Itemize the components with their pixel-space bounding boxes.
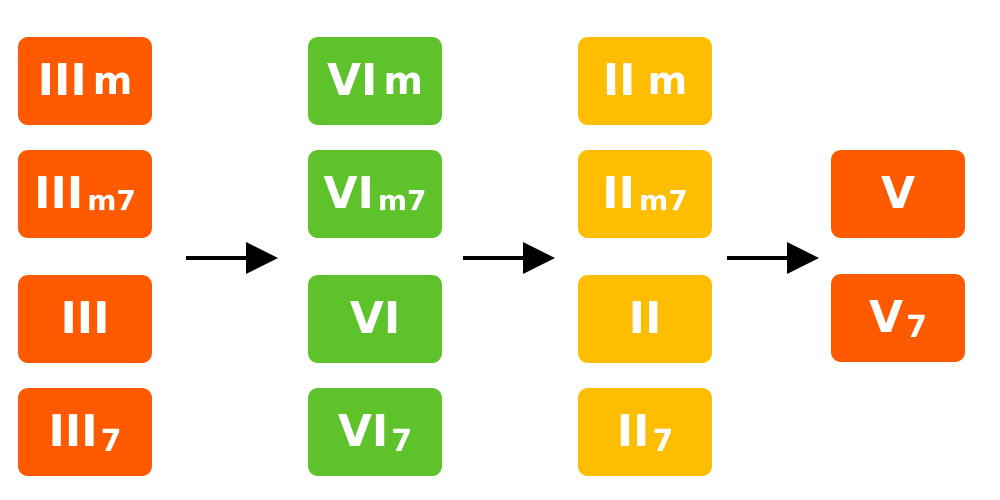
chord-suffix: m: [383, 59, 424, 103]
chord-numeral: V: [880, 168, 916, 219]
chord-numeral: III: [37, 55, 87, 106]
chord-suffix: 7: [100, 424, 122, 459]
chord-numeral: III: [48, 406, 98, 457]
chord-numeral: V: [869, 292, 904, 343]
right-arrow-icon: [463, 241, 555, 275]
chord-numeral: VI: [323, 168, 374, 219]
chord-numeral: VI: [326, 55, 378, 106]
chord-numeral: II: [602, 55, 636, 106]
chord-numeral: II: [616, 406, 650, 457]
chord-suffix: m: [647, 59, 688, 103]
chord-suffix: m7: [87, 184, 136, 217]
chord-suffix: m7: [377, 184, 427, 217]
chord-numeral: VI: [337, 406, 389, 457]
chord-suffix: 7: [391, 424, 413, 459]
chord-suffix: 7: [906, 310, 927, 345]
right-arrow-icon: [727, 241, 819, 275]
right-arrow-icon: [186, 241, 278, 275]
chord-numeral: II: [602, 168, 636, 219]
chord-box-vi: VI: [308, 275, 442, 363]
chord-numeral: VI: [349, 293, 401, 344]
chord-numeral: II: [628, 293, 662, 344]
chord-numeral: III: [60, 293, 110, 344]
chord-box-ii: II: [578, 275, 712, 363]
chord-suffix: m7: [639, 184, 688, 217]
chord-suffix: 7: [652, 424, 674, 459]
chord-numeral: III: [34, 168, 84, 219]
chord-suffix: m: [92, 59, 133, 103]
chord-box-v: V: [831, 150, 965, 238]
chord-box-iii: III: [18, 275, 152, 363]
